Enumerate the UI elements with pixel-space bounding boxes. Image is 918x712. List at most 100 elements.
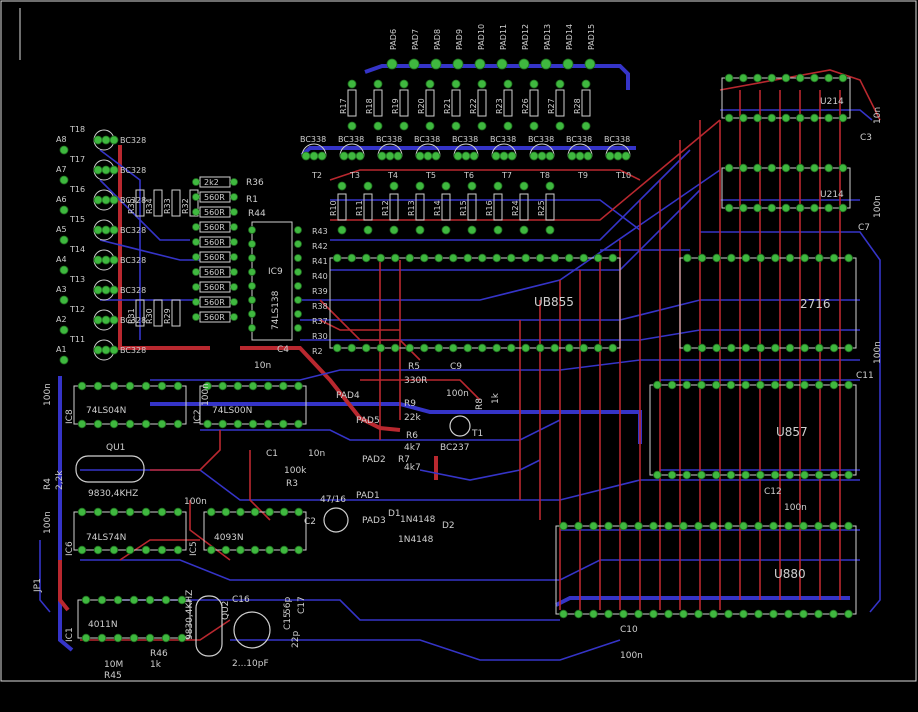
transistor-name-t11: T11 <box>69 335 85 344</box>
chip-pin <box>829 521 838 531</box>
transistor-part-label: BC338 <box>300 135 326 144</box>
chip-pin <box>739 73 748 83</box>
chip-pin <box>694 609 703 619</box>
transistor-pad <box>101 315 111 325</box>
chip-pin <box>844 609 853 619</box>
a-label-a6: A6 <box>56 195 67 204</box>
chip-pin <box>754 521 763 531</box>
bank-resistor-body <box>199 221 231 233</box>
transistor-pad <box>93 315 103 325</box>
chip-pin <box>712 343 721 353</box>
chip-pin <box>664 609 673 619</box>
resistor-body <box>415 193 425 221</box>
chip-pin <box>218 419 227 429</box>
bank-r44: R44 <box>248 209 266 219</box>
transistor-name-t6: T6 <box>463 171 474 180</box>
chip-pin <box>434 253 443 263</box>
chip-pin <box>739 203 748 213</box>
chip-pin <box>709 521 718 531</box>
ic9-part: 74LS138 <box>271 290 281 330</box>
ic9-right-label-r43: R43 <box>312 227 328 236</box>
chip-pin <box>829 609 838 619</box>
chip-pin <box>203 381 212 391</box>
resistor-label-r21: R21 <box>443 98 452 114</box>
chip-pin <box>727 253 736 263</box>
transistor-t1-body <box>449 415 471 437</box>
chip-pin <box>177 595 187 605</box>
resistor-pad <box>555 79 565 89</box>
chip-2716-label: 2716 <box>800 297 831 311</box>
pad-label-pad6: PAD6 <box>389 29 398 50</box>
c10-value: 100n <box>620 651 643 661</box>
chip-pin <box>724 609 733 619</box>
c16-label: C16 <box>232 595 250 605</box>
chip-pin <box>145 633 155 643</box>
resistor-pad <box>363 225 373 235</box>
a-pad <box>59 205 69 215</box>
bank-value: 560R <box>204 268 225 277</box>
resistor-pad <box>425 121 435 131</box>
transistor-pad <box>109 255 119 265</box>
resistor-pad <box>545 181 555 191</box>
bank-pad <box>192 208 200 216</box>
r8-label: R8 <box>475 398 485 410</box>
resistor-body <box>451 89 461 117</box>
resistor-body <box>519 193 529 221</box>
transistor-pad <box>431 151 441 161</box>
chip-pin <box>347 253 356 263</box>
resistor-pad <box>347 121 357 131</box>
resistor-pad <box>347 79 357 89</box>
chip-pin <box>376 343 385 353</box>
chip-pin <box>838 113 848 123</box>
transistor-pad <box>93 195 103 205</box>
chip-pin <box>824 73 833 83</box>
bank-r36: R36 <box>246 178 264 188</box>
resistor-pad <box>399 121 409 131</box>
transistor-pad <box>347 151 357 161</box>
chip-pin <box>796 113 805 123</box>
chip-pin <box>724 203 734 213</box>
resistor-body <box>493 193 503 221</box>
chip-pin <box>449 343 458 353</box>
c2-label: C2 <box>304 517 316 527</box>
transistor-name-t18: T18 <box>69 125 85 134</box>
resistor-label-r27: R27 <box>547 98 556 114</box>
d2-label: D2 <box>442 521 455 531</box>
a-label-a8: A8 <box>56 135 67 144</box>
chip-pin <box>604 609 613 619</box>
chip-pin <box>93 545 103 555</box>
chip-pin <box>250 545 260 555</box>
chip-pin <box>579 253 588 263</box>
r6-label: R6 <box>406 431 418 441</box>
transistor-pad <box>567 151 577 161</box>
chip-pin <box>141 381 151 391</box>
chip-pin <box>93 507 103 517</box>
resistor-body <box>545 193 555 221</box>
chip-pin <box>233 381 243 391</box>
a-label-a2: A2 <box>56 315 67 324</box>
c16-value: 2...10pF <box>232 659 269 669</box>
transistor-name-t8: T8 <box>539 171 550 180</box>
chip-4011 <box>77 599 191 639</box>
pad-pad12 <box>518 58 530 70</box>
bank-resistor-body <box>199 281 231 293</box>
chip-ub855-label: UB855 <box>534 295 574 309</box>
resistor-body <box>373 89 383 117</box>
resistor-label-r34: R34 <box>145 198 154 214</box>
chip-pin <box>109 419 119 429</box>
transistor-pad <box>93 225 103 235</box>
chip-pin <box>113 633 123 643</box>
chip-pin <box>767 203 776 213</box>
bank-value: 560R <box>204 313 225 322</box>
resistor-label-r28: R28 <box>573 98 582 114</box>
r4-label: R4 <box>43 478 53 490</box>
resistor-body <box>171 299 181 327</box>
pad-pad8 <box>430 58 442 70</box>
transistor-pad <box>109 315 119 325</box>
chip-pin <box>207 507 216 517</box>
bank-pad <box>192 298 200 306</box>
chip-pin <box>829 253 839 263</box>
c12-label: C12 <box>764 487 782 497</box>
c1-label: C1 <box>266 449 278 459</box>
capacitor-c2-body <box>323 507 349 533</box>
